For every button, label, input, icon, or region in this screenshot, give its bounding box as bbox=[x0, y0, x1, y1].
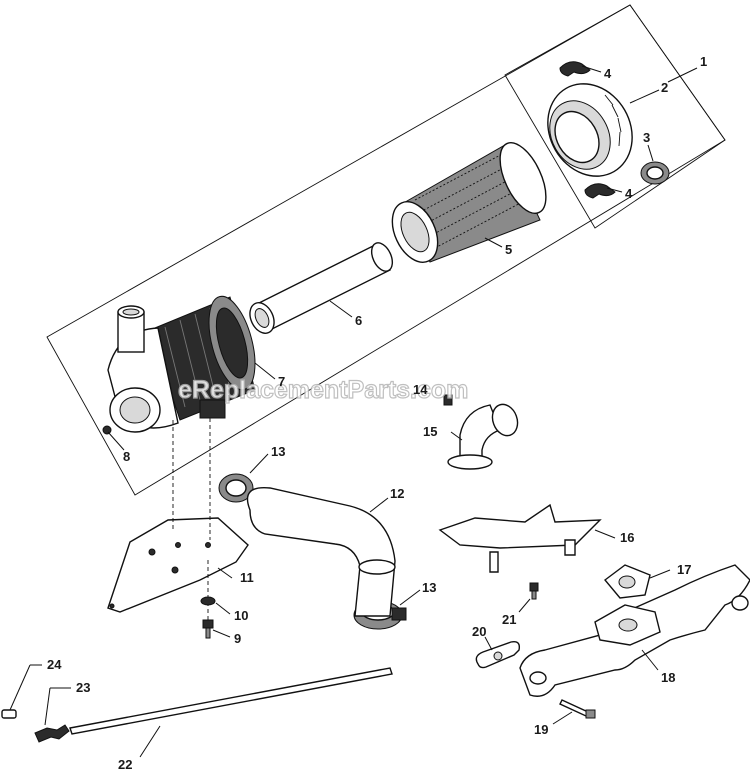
latch-clip-top-part-4[interactable] bbox=[559, 61, 591, 77]
mounting-bracket-part-11[interactable] bbox=[107, 517, 249, 613]
washer-part-10[interactable] bbox=[200, 596, 216, 606]
callout-20: 20 bbox=[472, 624, 486, 639]
callout-9: 9 bbox=[234, 631, 241, 646]
watermark-text: eReplacementParts.com bbox=[178, 376, 468, 404]
end-cover-part-2[interactable] bbox=[531, 68, 648, 191]
fastener-part-14[interactable] bbox=[443, 394, 453, 406]
callout-5: 5 bbox=[505, 242, 512, 257]
callout-21: 21 bbox=[502, 612, 516, 627]
screw-part-8[interactable] bbox=[102, 425, 112, 435]
air-cleaner-housing-part-7[interactable] bbox=[107, 291, 264, 433]
callout-22: 22 bbox=[118, 757, 132, 772]
callout-4-top: 4 bbox=[604, 66, 612, 81]
seal-ring-part-3[interactable] bbox=[640, 161, 670, 185]
callout-11: 11 bbox=[240, 570, 254, 585]
callout-12: 12 bbox=[390, 486, 404, 501]
leader-lines bbox=[9, 65, 698, 758]
callout-2: 2 bbox=[661, 80, 668, 95]
elbow-part-15[interactable] bbox=[447, 401, 522, 470]
rod-part-22[interactable] bbox=[69, 667, 393, 735]
callout-7: 7 bbox=[278, 374, 285, 389]
callout-10: 10 bbox=[234, 608, 248, 623]
pin-part-24[interactable] bbox=[1, 709, 17, 719]
intake-manifold-part-18[interactable] bbox=[519, 564, 750, 697]
callout-15: 15 bbox=[423, 424, 437, 439]
callout-6: 6 bbox=[355, 313, 362, 328]
bolt-part-19[interactable] bbox=[559, 699, 596, 719]
callout-13-lower: 13 bbox=[422, 580, 436, 595]
shield-plate-part-16[interactable] bbox=[438, 503, 602, 573]
callout-18: 18 bbox=[661, 670, 675, 685]
callout-4-bottom: 4 bbox=[625, 186, 633, 201]
bolt-part-9[interactable] bbox=[202, 619, 214, 639]
callout-3: 3 bbox=[643, 130, 650, 145]
callout-17: 17 bbox=[677, 562, 691, 577]
callout-1: 1 bbox=[700, 54, 707, 69]
cover-kit-box bbox=[504, 4, 726, 229]
callout-23: 23 bbox=[76, 680, 90, 695]
gasket-part-17[interactable] bbox=[603, 564, 651, 599]
latch-clip-bottom-part-4[interactable] bbox=[584, 183, 616, 199]
callout-19: 19 bbox=[534, 722, 548, 737]
callout-13-upper: 13 bbox=[271, 444, 285, 459]
hose-clamp-upper-part-13[interactable] bbox=[218, 473, 254, 503]
callout-24: 24 bbox=[47, 657, 62, 672]
clip-part-23[interactable] bbox=[34, 724, 70, 743]
intake-hose-part-12[interactable] bbox=[246, 486, 396, 617]
callout-labels: 1 2 3 4 4 5 6 7 8 9 10 11 12 13 13 14 15… bbox=[47, 54, 707, 772]
gasket-part-20[interactable] bbox=[475, 640, 521, 669]
filter-element-part-5[interactable] bbox=[383, 136, 555, 270]
callout-14: 14 bbox=[413, 382, 428, 397]
screw-part-21[interactable] bbox=[529, 582, 539, 600]
safety-filter-part-6[interactable] bbox=[245, 240, 396, 338]
callout-16: 16 bbox=[620, 530, 634, 545]
callout-8: 8 bbox=[123, 449, 130, 464]
